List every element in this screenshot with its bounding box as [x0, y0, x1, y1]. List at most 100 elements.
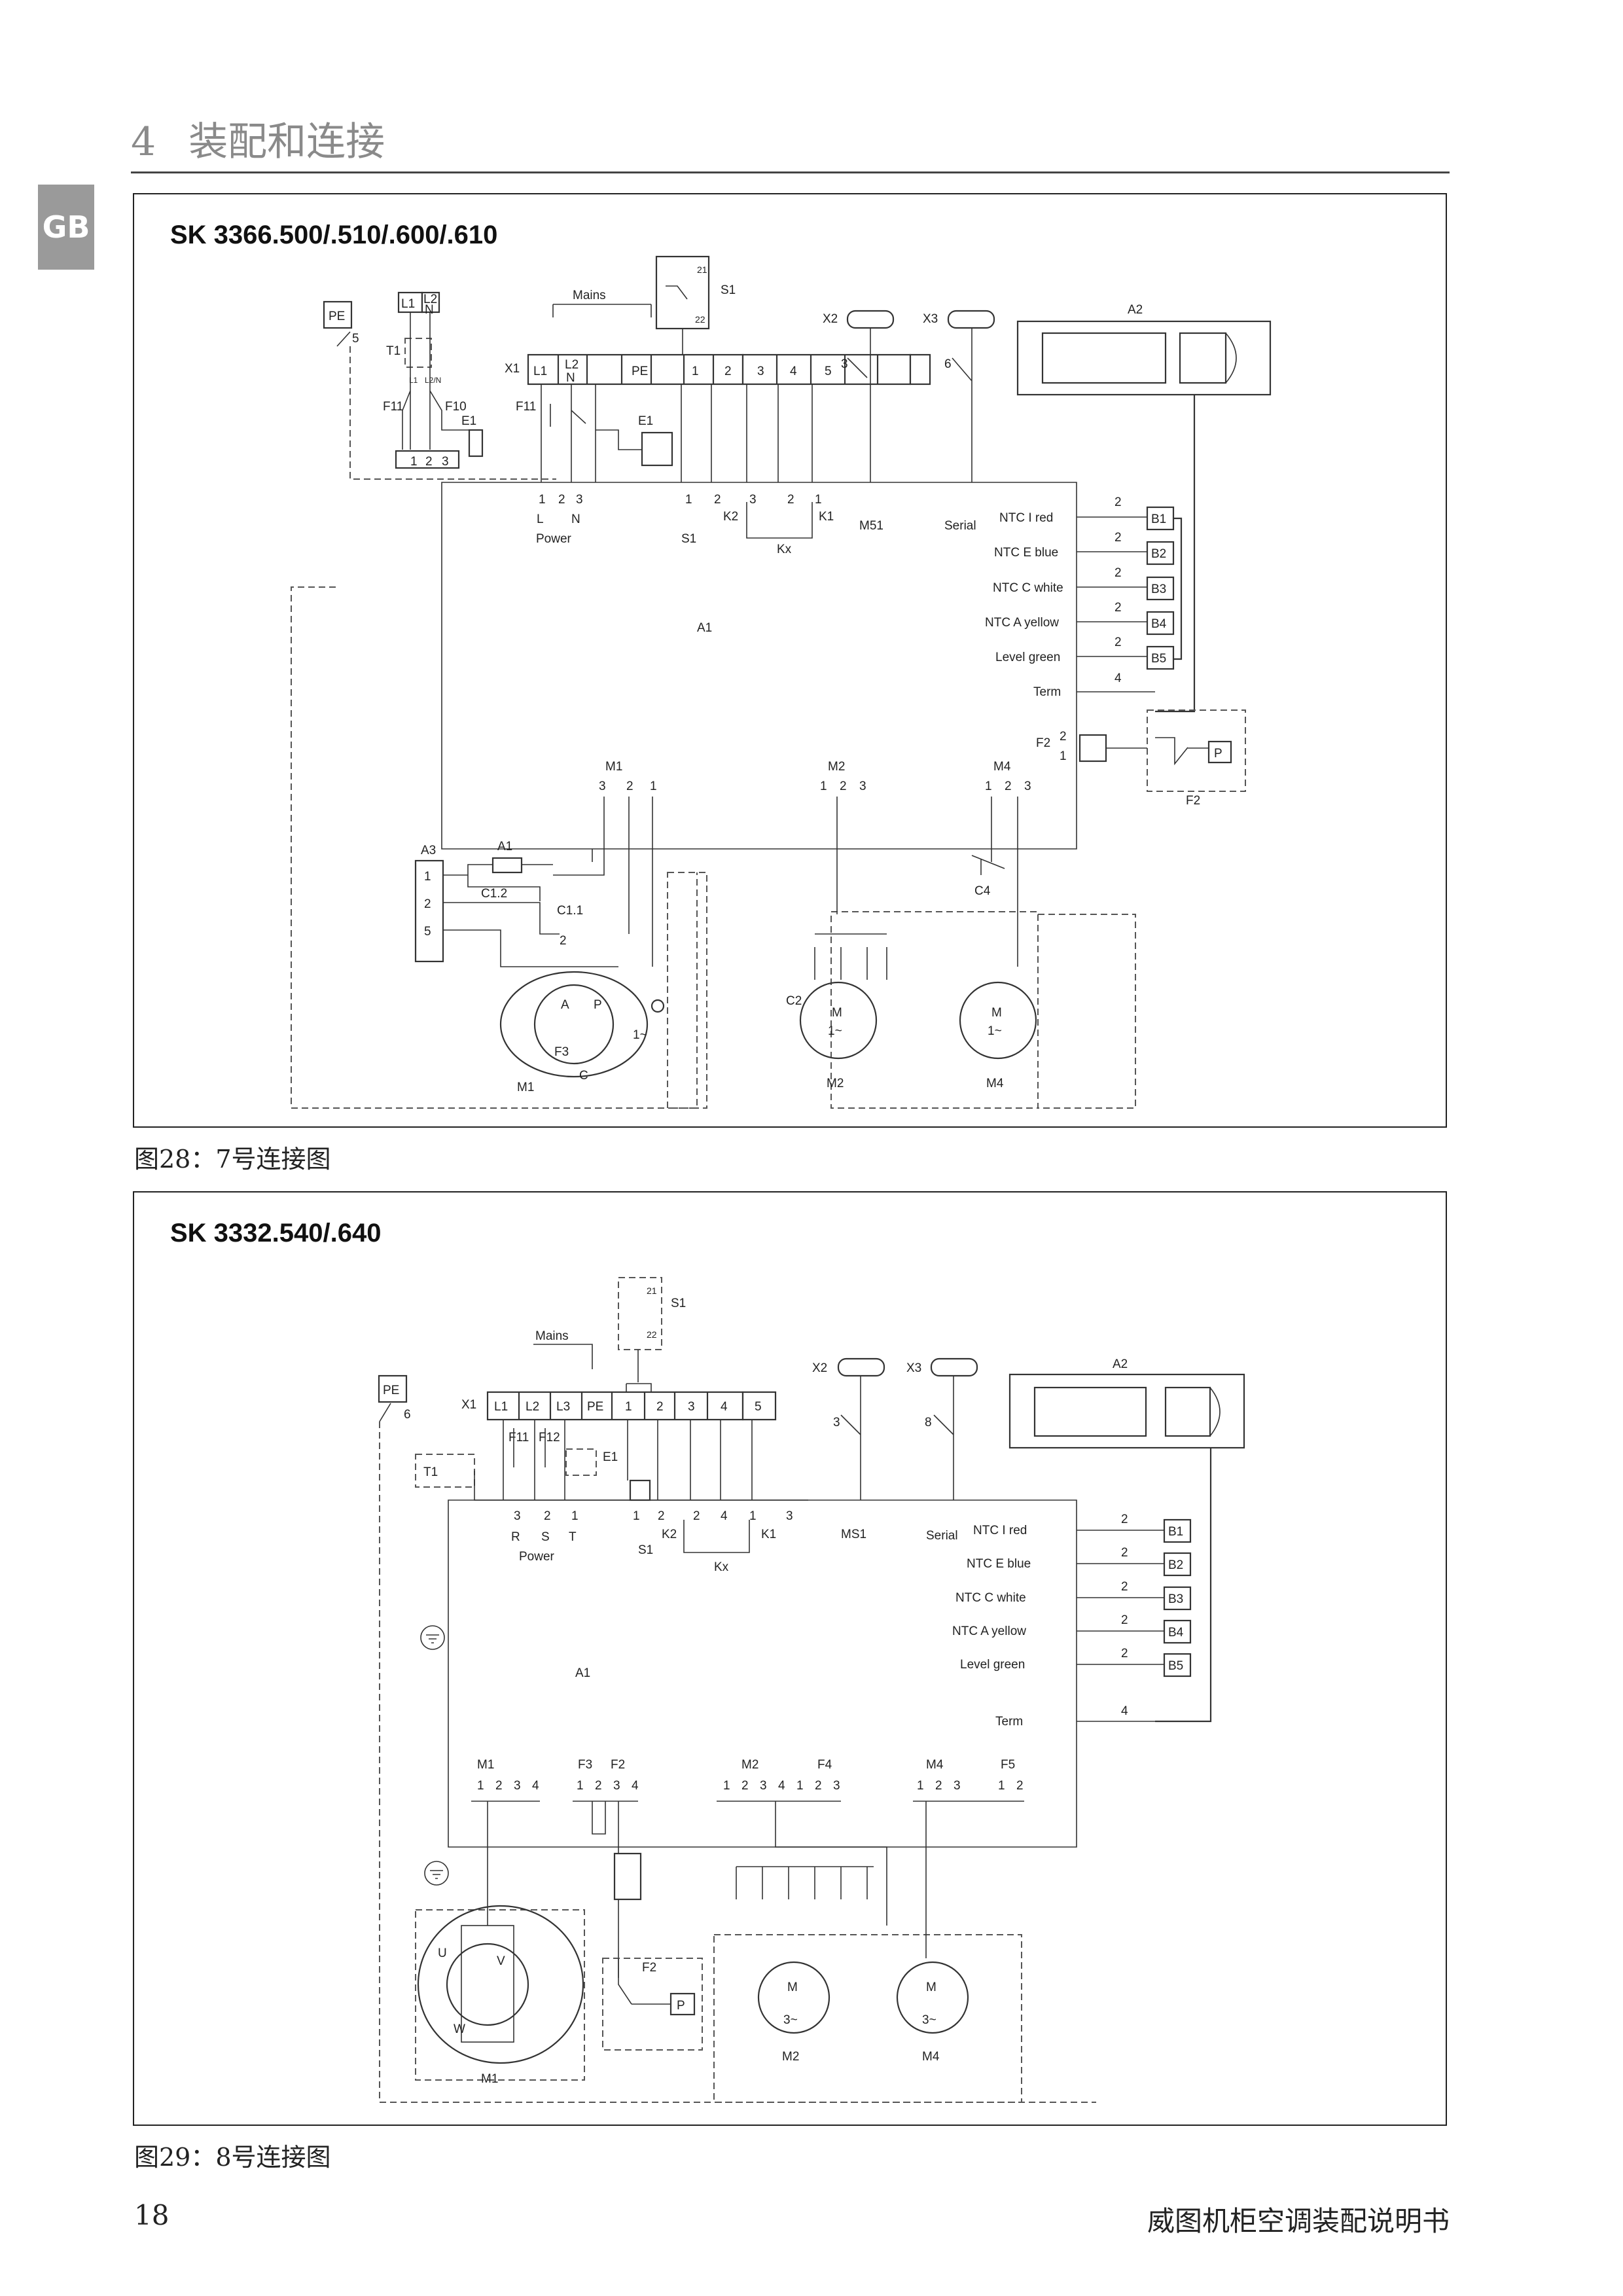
- svg-text:5: 5: [424, 925, 431, 939]
- svg-text:MS1: MS1: [841, 1528, 866, 1541]
- svg-text:M2: M2: [782, 2050, 799, 2064]
- svg-text:B4: B4: [1151, 617, 1167, 631]
- x2-label: X2: [823, 312, 838, 326]
- svg-text:L2/N: L2/N: [425, 376, 441, 385]
- svg-text:Level green: Level green: [960, 1658, 1025, 1672]
- svg-text:N: N: [425, 303, 434, 317]
- svg-text:2: 2: [544, 1509, 551, 1523]
- svg-text:3: 3: [954, 1779, 961, 1793]
- figure-29-caption: 图29：8号连接图: [134, 2143, 331, 2172]
- svg-text:U: U: [438, 1946, 447, 1960]
- svg-text:2: 2: [1115, 531, 1122, 545]
- svg-text:3: 3: [833, 1779, 840, 1793]
- svg-text:3: 3: [859, 780, 866, 793]
- m4-motor: [896, 1961, 969, 2034]
- svg-text:3: 3: [576, 493, 583, 507]
- svg-text:M2: M2: [828, 760, 845, 774]
- svg-text:2: 2: [815, 1779, 822, 1793]
- svg-text:3: 3: [833, 1416, 840, 1429]
- svg-text:NTC C white: NTC C white: [955, 1591, 1026, 1605]
- svg-text:F2: F2: [1186, 794, 1200, 808]
- svg-text:M4: M4: [986, 1077, 1004, 1090]
- svg-text:Power: Power: [519, 1550, 555, 1564]
- t1-label: T1: [386, 344, 401, 358]
- f2-pressure-switch: [1147, 709, 1246, 792]
- svg-text:K1: K1: [819, 510, 834, 524]
- svg-text:1~: 1~: [633, 1028, 647, 1042]
- svg-text:PE: PE: [383, 1384, 399, 1397]
- b5-sensor: [1163, 1653, 1192, 1677]
- svg-text:4: 4: [632, 1779, 639, 1793]
- svg-text:6: 6: [404, 1408, 411, 1422]
- svg-text:T1: T1: [423, 1465, 438, 1479]
- svg-text:K2: K2: [662, 1528, 677, 1541]
- svg-text:Mains: Mains: [535, 1329, 569, 1343]
- b2-sensor: [1146, 541, 1175, 565]
- svg-text:E1: E1: [638, 414, 653, 428]
- svg-text:1: 1: [577, 1779, 584, 1793]
- svg-text:22: 22: [695, 314, 705, 325]
- svg-text:S1: S1: [671, 1297, 686, 1310]
- svg-text:C4: C4: [974, 884, 991, 898]
- svg-text:2: 2: [741, 1779, 749, 1793]
- svg-text:M: M: [832, 1006, 842, 1020]
- svg-text:1: 1: [692, 365, 699, 378]
- svg-text:B1: B1: [1151, 512, 1166, 526]
- svg-text:2: 2: [1115, 636, 1122, 649]
- svg-text:1: 1: [410, 455, 418, 469]
- svg-text:2: 2: [1005, 780, 1012, 793]
- svg-text:NTC I red: NTC I red: [973, 1524, 1027, 1537]
- svg-text:F2: F2: [1036, 736, 1050, 750]
- b5-sensor: [1146, 645, 1175, 670]
- svg-text:4: 4: [721, 1400, 728, 1414]
- svg-text:2: 2: [1121, 1546, 1128, 1560]
- svg-text:NTC A yellow: NTC A yellow: [985, 616, 1059, 630]
- svg-text:2: 2: [840, 780, 847, 793]
- svg-text:Serial: Serial: [944, 519, 976, 533]
- svg-text:1: 1: [625, 1400, 632, 1414]
- svg-text:L1: L1: [533, 365, 547, 378]
- b1-sensor: [1163, 1518, 1192, 1543]
- x1-label: X1: [505, 362, 520, 376]
- svg-text:C1.1: C1.1: [557, 904, 583, 918]
- svg-text:2: 2: [558, 493, 565, 507]
- wiring-diagram-1: PE 5 L1 L2 N T1 L1 L2/N F11 F10 E1 1 2 3…: [291, 255, 1272, 1109]
- a3-block: [414, 859, 444, 963]
- svg-text:1: 1: [985, 780, 992, 793]
- svg-text:NTC C white: NTC C white: [993, 581, 1063, 595]
- svg-text:Term: Term: [1033, 685, 1061, 699]
- svg-text:E1: E1: [603, 1450, 618, 1464]
- svg-text:1: 1: [650, 780, 657, 793]
- svg-text:2: 2: [714, 493, 721, 507]
- svg-text:2: 2: [787, 493, 794, 507]
- svg-text:3: 3: [599, 780, 606, 793]
- pe-label: PE: [329, 310, 345, 323]
- mains-label: Mains: [573, 289, 606, 302]
- figure-2-title: SK 3332.540/.640: [170, 1219, 382, 1247]
- svg-text:2: 2: [1115, 495, 1122, 509]
- book-title: 威图机柜空调装配说明书: [1147, 2205, 1450, 2237]
- svg-text:B5: B5: [1151, 652, 1166, 666]
- svg-text:3: 3: [514, 1779, 521, 1793]
- svg-text:Kx: Kx: [777, 543, 792, 556]
- svg-text:F4: F4: [817, 1758, 832, 1772]
- svg-text:X2: X2: [812, 1361, 827, 1375]
- svg-text:4: 4: [1121, 1704, 1128, 1718]
- svg-text:3~: 3~: [922, 2013, 936, 2027]
- a1-label: A1: [697, 621, 712, 635]
- svg-text:3: 3: [749, 493, 757, 507]
- svg-text:M: M: [787, 1981, 798, 1994]
- svg-text:3~: 3~: [783, 2013, 798, 2027]
- svg-text:NTC E blue: NTC E blue: [967, 1557, 1031, 1571]
- svg-text:E1: E1: [461, 414, 476, 428]
- svg-text:N: N: [566, 371, 575, 385]
- svg-text:2: 2: [424, 897, 431, 911]
- b3-sensor: [1146, 576, 1175, 601]
- b1-sensor: [1146, 506, 1175, 531]
- svg-text:2: 2: [425, 455, 433, 469]
- svg-text:2: 2: [935, 1779, 942, 1793]
- svg-text:L: L: [537, 512, 544, 526]
- svg-text:1~: 1~: [988, 1024, 1002, 1038]
- svg-text:4: 4: [790, 365, 797, 378]
